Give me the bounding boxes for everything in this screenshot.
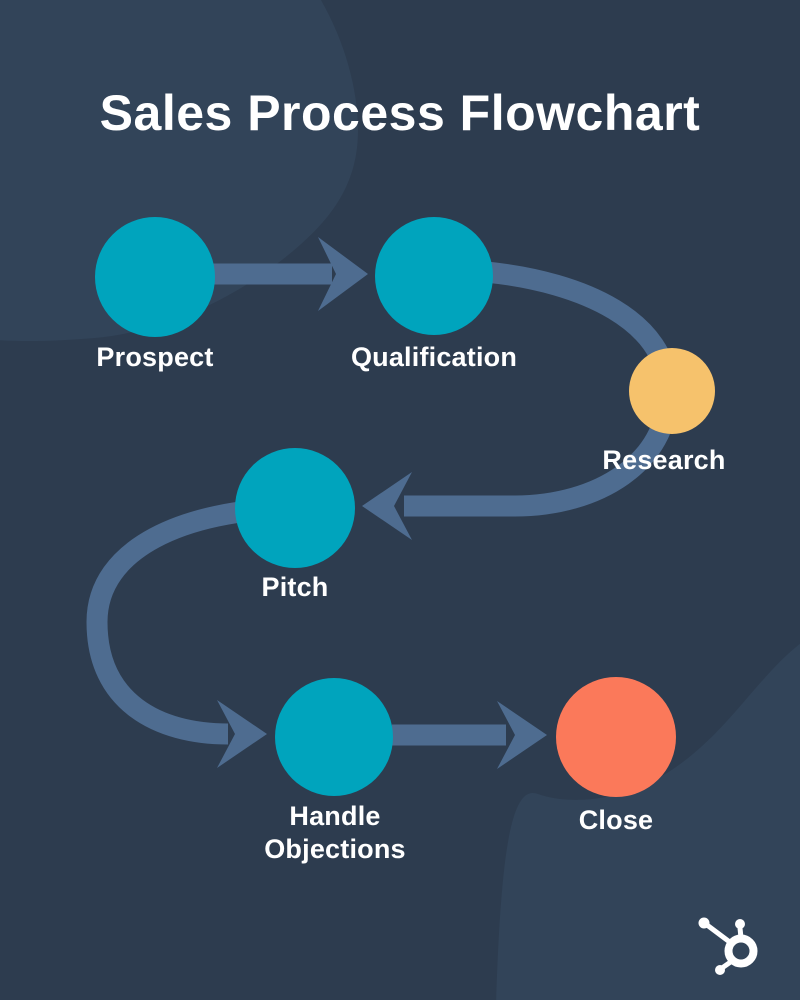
node-label-handle-line1: Handle [289,801,381,831]
arrowhead-right-to-qualification [318,237,368,311]
node-circle-qualification [375,217,493,335]
page-title: Sales Process Flowchart [99,85,701,141]
hubspot-logo-dot-upleft [698,917,710,929]
background-blob-bottom-right [496,643,800,1000]
hubspot-logo-spoke-up [737,927,744,939]
node-circle-pitch [235,448,355,568]
background-blob-top-left [0,0,358,342]
node-label-handle-line2: Objections [264,834,406,864]
node-circle-close [556,677,676,797]
arrowheads [217,237,547,769]
node-circle-handle-objections [275,678,393,796]
hubspot-logo-dot-downleft [715,965,725,975]
node-label-research: Research [602,445,726,475]
arrowhead-right-to-close [497,701,547,769]
hubspot-logo-ring [724,934,758,968]
arrowhead-right-to-handle-objections [217,700,267,768]
arrowhead-left-to-pitch [362,472,412,540]
node-label-prospect: Prospect [96,342,214,372]
node-circle-research [629,348,715,434]
connector-pitch-to-handle-objections [86,497,293,745]
node-circle-prospect [95,217,215,337]
node-label-pitch: Pitch [261,572,329,602]
node-label-handle-objections: Handle Objections [175,800,495,866]
hubspot-logo-spoke-upleft [705,923,733,945]
node-label-qualification: Qualification [350,342,518,372]
hubspot-logo [698,917,758,975]
hubspot-logo-dot-up [735,919,745,929]
node-label-close: Close [578,805,654,835]
